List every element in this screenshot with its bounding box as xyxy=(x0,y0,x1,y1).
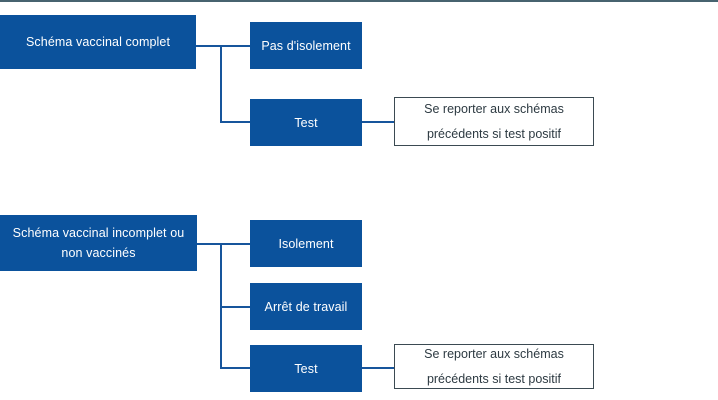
note-line-1: Se reporter aux schémas xyxy=(424,101,564,116)
connector-complete-spine xyxy=(220,45,222,123)
node-arret-de-travail-label: Arrêt de travail xyxy=(264,299,348,314)
note-line-1: Se reporter aux schémas xyxy=(424,346,564,361)
connector-incomplete-to-arret-travail xyxy=(220,306,250,308)
note-se-reporter-incomplete-text: Se reporter aux schémas précédents si te… xyxy=(424,342,564,392)
node-isolement[interactable]: Isolement xyxy=(250,220,362,267)
connector-incomplete-root-stem xyxy=(197,243,222,245)
node-test-complete-label: Test xyxy=(294,115,318,130)
node-arret-de-travail[interactable]: Arrêt de travail xyxy=(250,283,362,330)
node-test-complete[interactable]: Test xyxy=(250,99,362,146)
note-line-2: précédents si test positif xyxy=(426,371,562,386)
node-test-incomplete-label: Test xyxy=(294,361,318,376)
connector-incomplete-to-test xyxy=(220,367,250,369)
node-schema-vaccinal-incomplet-line-1: Schéma vaccinal incomplet ou xyxy=(12,226,185,240)
connector-complete-to-pas-isolement xyxy=(220,45,250,47)
node-isolement-label: Isolement xyxy=(278,236,334,251)
connector-incomplete-spine xyxy=(220,243,222,368)
connector-test-incomplete-to-note xyxy=(362,367,394,369)
connector-test-complete-to-note xyxy=(362,121,394,123)
node-pas-isolement-label: Pas d'isolement xyxy=(261,38,351,53)
node-schema-vaccinal-complet-label: Schéma vaccinal complet xyxy=(25,35,171,49)
node-schema-vaccinal-complet[interactable]: Schéma vaccinal complet xyxy=(0,15,196,69)
connector-complete-to-test xyxy=(220,121,250,123)
connector-incomplete-to-isolement xyxy=(220,243,250,245)
note-se-reporter-complete-text: Se reporter aux schémas précédents si te… xyxy=(424,97,564,147)
node-schema-vaccinal-incomplet-line-2: non vaccinés xyxy=(61,246,136,260)
node-schema-vaccinal-incomplet-text: Schéma vaccinal incomplet ou non vacciné… xyxy=(8,223,189,263)
node-test-incomplete[interactable]: Test xyxy=(250,345,362,392)
connector-complete-root-stem xyxy=(196,45,222,47)
note-line-2: précédents si test positif xyxy=(426,126,562,141)
node-schema-vaccinal-incomplet[interactable]: Schéma vaccinal incomplet ou non vacciné… xyxy=(0,215,197,271)
top-divider xyxy=(0,0,718,2)
note-se-reporter-complete: Se reporter aux schémas précédents si te… xyxy=(394,97,594,146)
note-se-reporter-incomplete: Se reporter aux schémas précédents si te… xyxy=(394,344,594,389)
node-pas-isolement[interactable]: Pas d'isolement xyxy=(250,22,362,69)
